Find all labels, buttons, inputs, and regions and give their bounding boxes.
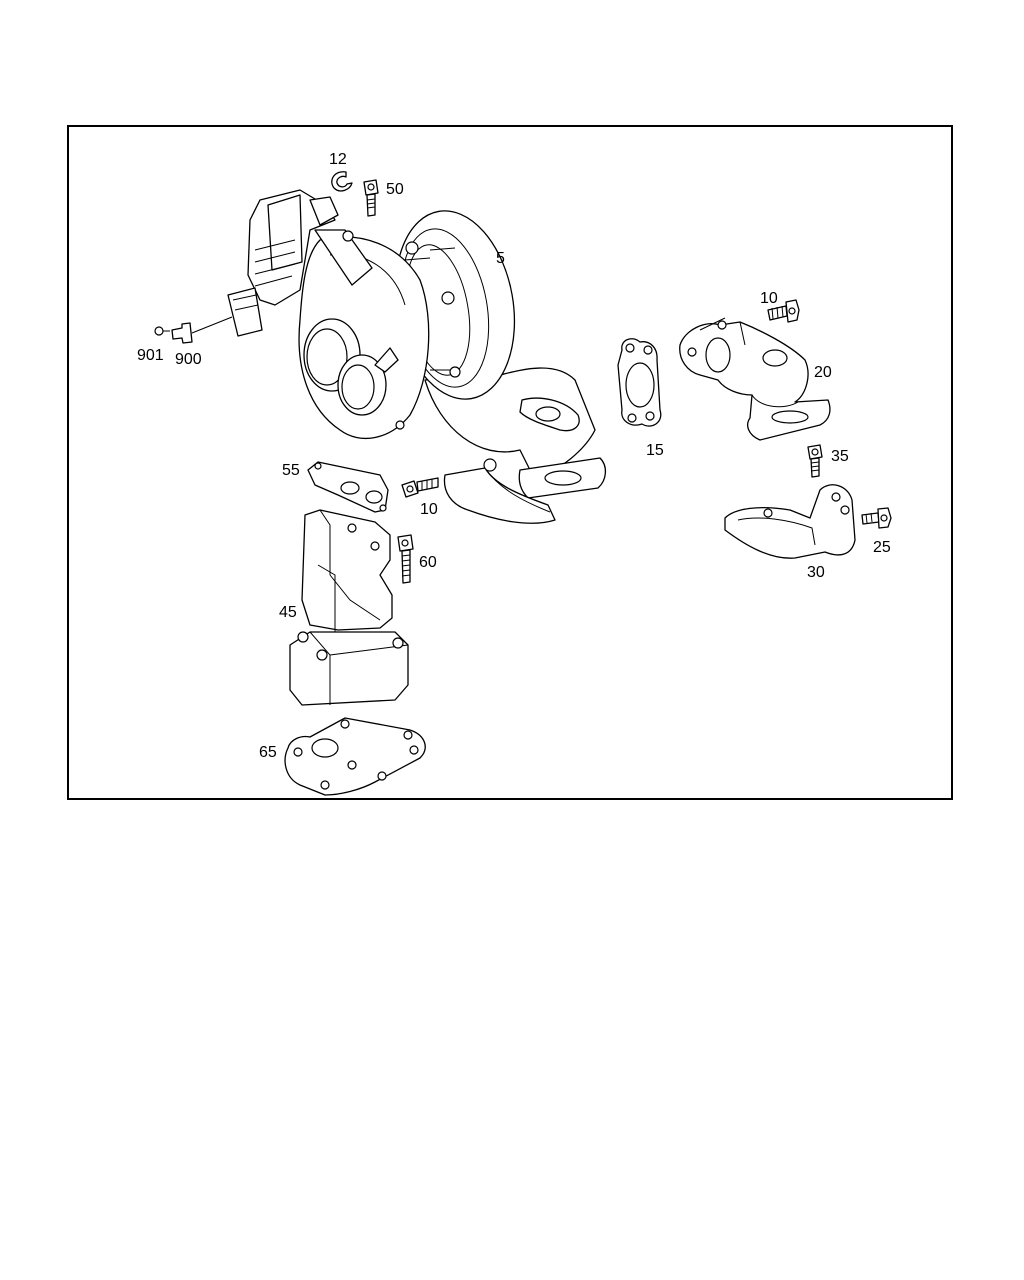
oil-housing-45-part[interactable] (289, 509, 409, 706)
bolt-60-part[interactable] (397, 534, 414, 584)
label-5: 5 (496, 250, 505, 267)
label-30: 30 (807, 564, 825, 581)
label-901: 901 (137, 347, 164, 364)
label-65: 65 (259, 744, 277, 761)
connector-900-part[interactable] (171, 316, 233, 344)
label-45: 45 (279, 604, 297, 621)
pin-901-part[interactable] (154, 326, 170, 336)
label-50: 50 (386, 181, 404, 198)
bracket-30-part[interactable] (724, 484, 856, 559)
label-10-upper: 10 (760, 290, 778, 307)
label-15: 15 (646, 442, 664, 459)
exhaust-pipe-20-part[interactable] (679, 317, 831, 441)
gasket-65-part[interactable] (284, 717, 426, 796)
bolt-10-lower-part[interactable] (401, 477, 439, 498)
label-12: 12 (329, 151, 347, 168)
label-35: 35 (831, 448, 849, 465)
label-20: 20 (814, 364, 832, 381)
bolt-50-part[interactable] (363, 179, 379, 217)
gasket-55-part[interactable] (307, 461, 389, 513)
bolt-35-part[interactable] (807, 444, 823, 478)
label-10-lower: 10 (420, 501, 438, 518)
turbocharger-part[interactable] (227, 189, 607, 524)
label-55: 55 (282, 462, 300, 479)
label-60: 60 (419, 554, 437, 571)
bolt-25-part[interactable] (861, 507, 892, 529)
bolt-10-upper-part[interactable] (767, 299, 800, 323)
diagram-frame (67, 125, 953, 800)
gasket-15-part[interactable] (617, 338, 662, 427)
circlip-part[interactable] (331, 171, 353, 192)
label-25: 25 (873, 539, 891, 556)
label-900: 900 (175, 351, 202, 368)
